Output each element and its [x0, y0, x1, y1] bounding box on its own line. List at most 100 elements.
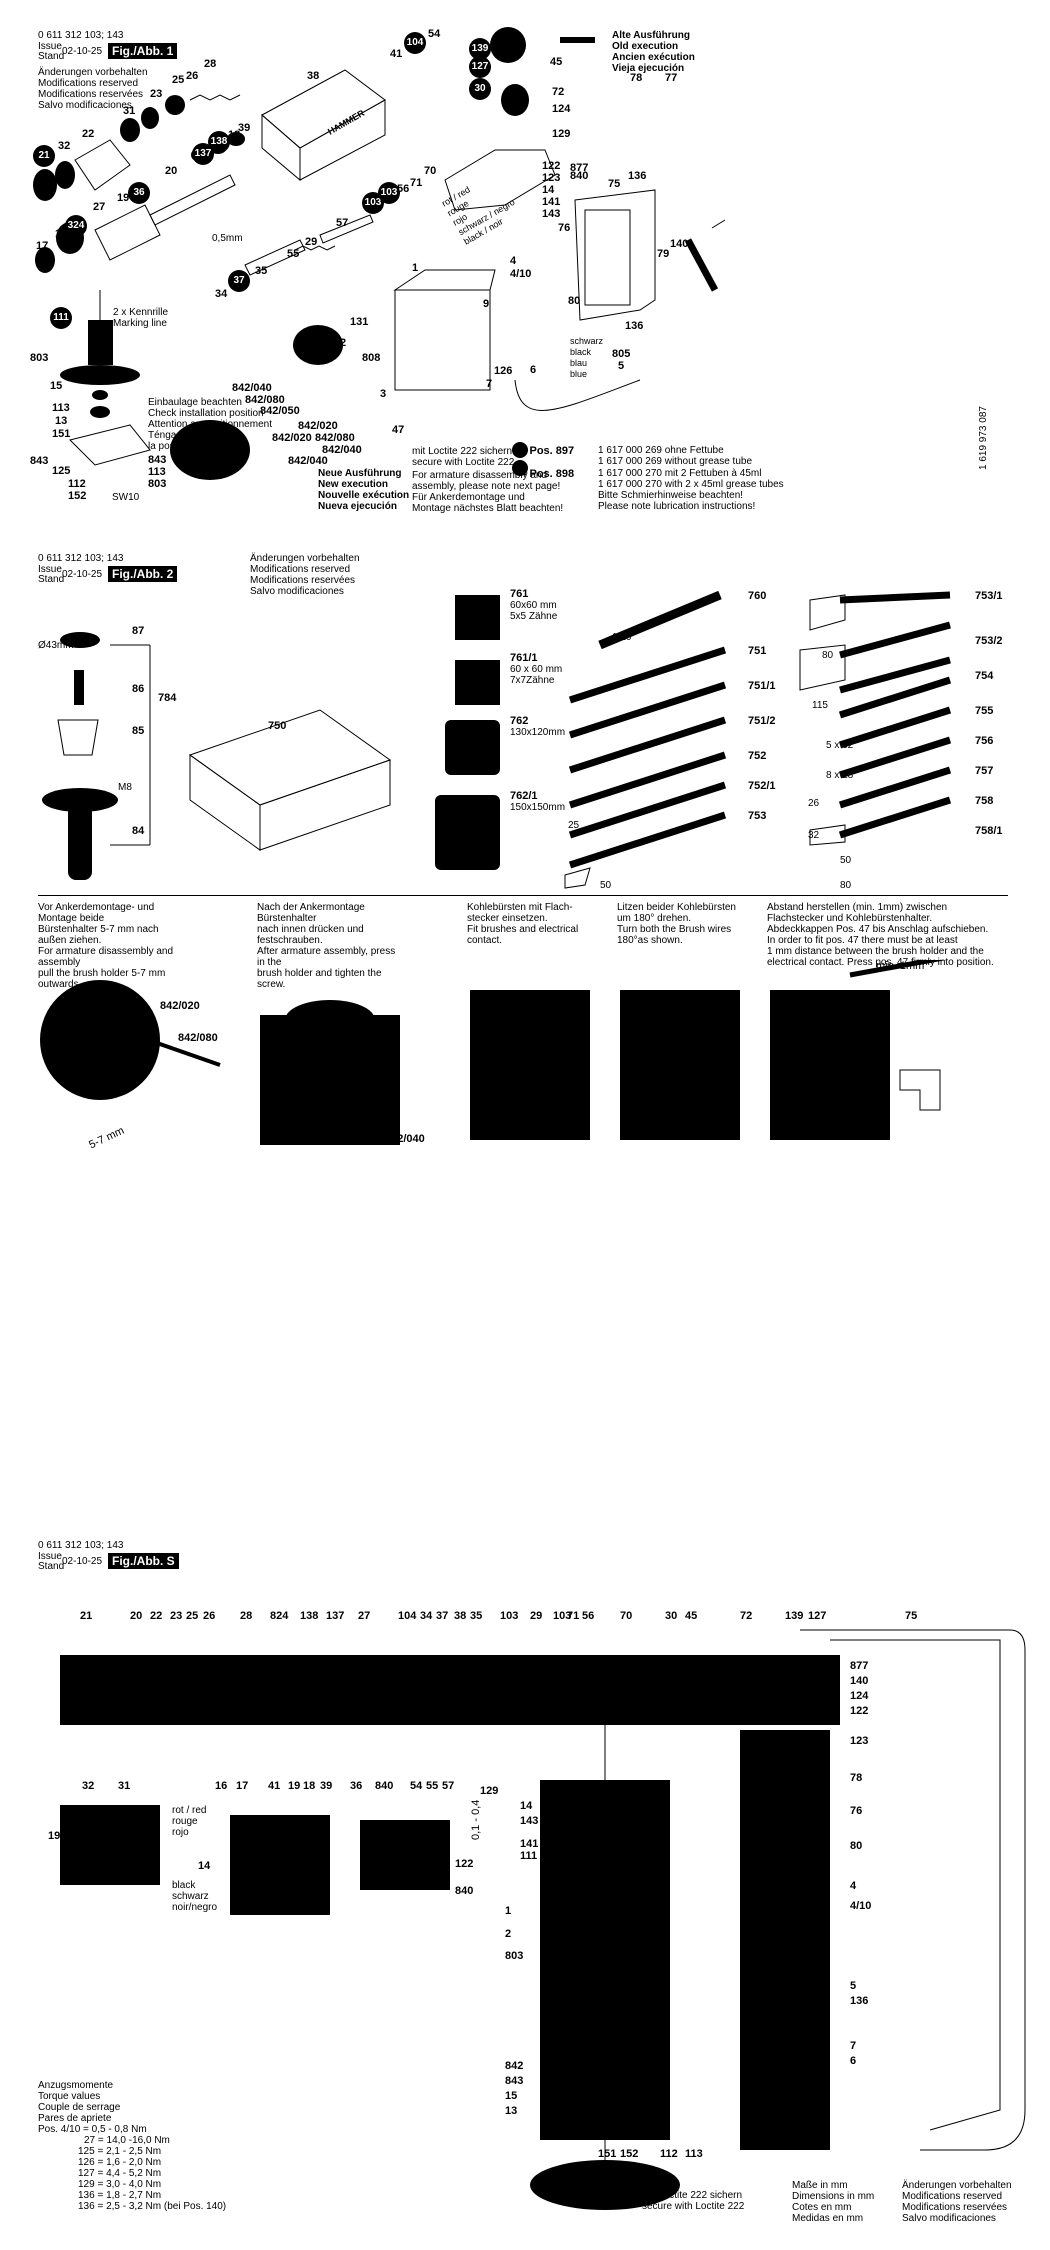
- step1-842-080: 842/080: [178, 1032, 218, 1044]
- label-843-b: 843: [148, 454, 167, 466]
- fig-title-1: Fig./Abb. 1: [108, 43, 178, 59]
- label-126: 126: [494, 365, 513, 377]
- fig-title-3: Fig./Abb. S: [108, 1553, 179, 1569]
- label-752: 752: [748, 750, 767, 762]
- label-877: 877: [570, 162, 589, 174]
- figS-top-9: 137: [326, 1610, 345, 1622]
- step5-min-1mm: min. 1mm: [876, 960, 925, 972]
- label-3: 3: [380, 388, 387, 400]
- label-138: 138: [208, 131, 230, 153]
- label-13: 13: [55, 415, 68, 427]
- label-758: 758: [975, 795, 994, 807]
- label-136: 136: [628, 170, 647, 182]
- figS-left-6: 13: [505, 2105, 518, 2117]
- figS-top-12: 34: [420, 1610, 433, 1622]
- label-80: 80: [568, 295, 581, 307]
- width-50: 50: [840, 855, 852, 866]
- figS-left-9: 112: [660, 2148, 678, 2160]
- figS-top-27: 75: [905, 1610, 918, 1622]
- figS-top-13: 37: [436, 1610, 449, 1622]
- figS-right-12: 7: [850, 2040, 857, 2052]
- figS-bottom-17: 111: [520, 1850, 538, 1862]
- width-80-b: 80: [840, 880, 852, 891]
- label-47: 47: [392, 424, 405, 436]
- fig2-drawing: [42, 590, 952, 889]
- label-784: 784: [158, 692, 177, 704]
- figS-right-7: 80: [850, 1840, 863, 1852]
- label-4-10: 4/10: [510, 268, 532, 280]
- sw10-label: SW10: [112, 492, 140, 503]
- label-84: 84: [132, 825, 145, 837]
- figS-top-4: 25: [186, 1610, 199, 1622]
- date-2: 02-10-25: [62, 569, 103, 580]
- figS-top-25: 139: [785, 1610, 804, 1622]
- width-5x32: 5 x 32: [826, 740, 854, 751]
- issue-label-1: Issue: [38, 41, 62, 52]
- label-129: 129: [552, 128, 571, 140]
- label-6: 6: [530, 364, 537, 376]
- dim-0-1-0-4: 0,1 - 0,4: [470, 1799, 482, 1840]
- label-842-080-b: 842/080: [315, 432, 355, 444]
- figS-bottom-6: 18: [303, 1780, 316, 1792]
- step2-842-040: 842/040: [385, 1133, 425, 1145]
- figS-left-8: 152: [620, 2148, 639, 2160]
- detail-39: 39: [68, 1830, 81, 1842]
- label-76: 76: [558, 222, 571, 234]
- label-78: 78: [630, 72, 643, 84]
- figS-top-22: 30: [665, 1610, 678, 1622]
- label-842-020: 842/020: [298, 420, 338, 432]
- figS-bottom-13: 129: [480, 1785, 499, 1797]
- label-19: 19: [117, 192, 130, 204]
- figS-top-24: 72: [740, 1610, 753, 1622]
- figS-right-9: 4/10: [850, 1900, 872, 1912]
- figS-right-3: 122: [850, 1705, 869, 1717]
- label-17: 17: [36, 240, 49, 252]
- detail-19: 19: [48, 1830, 61, 1842]
- figS-right-13: 6: [850, 2055, 857, 2067]
- label-29: 29: [305, 236, 318, 248]
- label-842-080: 842/080: [245, 394, 285, 406]
- figS-right-11: 136: [850, 1995, 869, 2007]
- label-751: 751: [748, 645, 767, 657]
- note-762-1: 150x150mm: [510, 802, 566, 813]
- label-31: 31: [123, 105, 136, 117]
- label-dia-43: Ø43mm: [38, 640, 74, 651]
- label-751-2: 751/2: [748, 715, 776, 727]
- figS-right-10: 5: [850, 1980, 857, 1992]
- figS-top-2: 22: [150, 1610, 163, 1622]
- date-1: 02-10-25: [62, 46, 103, 57]
- figS-top-1: 20: [130, 1610, 143, 1622]
- label-55: 55: [287, 248, 300, 260]
- figS-right-6: 76: [850, 1805, 863, 1817]
- label-15: 15: [50, 380, 63, 392]
- label-141: 141: [542, 196, 561, 208]
- figS-top-23: 45: [685, 1610, 698, 1622]
- figS-bottom-1: 31: [118, 1780, 131, 1792]
- label-32: 32: [58, 140, 71, 152]
- stand-label-1: Stand: [38, 51, 65, 62]
- pos-897-label: = Pos. 897: [520, 445, 575, 457]
- label-22: 22: [82, 128, 95, 140]
- label-2: 2: [340, 337, 347, 349]
- label-760: 760: [748, 590, 767, 602]
- label-752-1: 752/1: [748, 780, 776, 792]
- fig1-drawing: HAMMER: [33, 27, 726, 480]
- label-136-b: 136: [625, 320, 644, 332]
- label-762-1: 762/1: [510, 790, 538, 802]
- label-45: 45: [550, 56, 563, 68]
- divider: [38, 895, 1008, 896]
- label-5: 5: [618, 360, 625, 372]
- label-36: 36: [128, 182, 150, 204]
- label-104: 104: [404, 32, 426, 54]
